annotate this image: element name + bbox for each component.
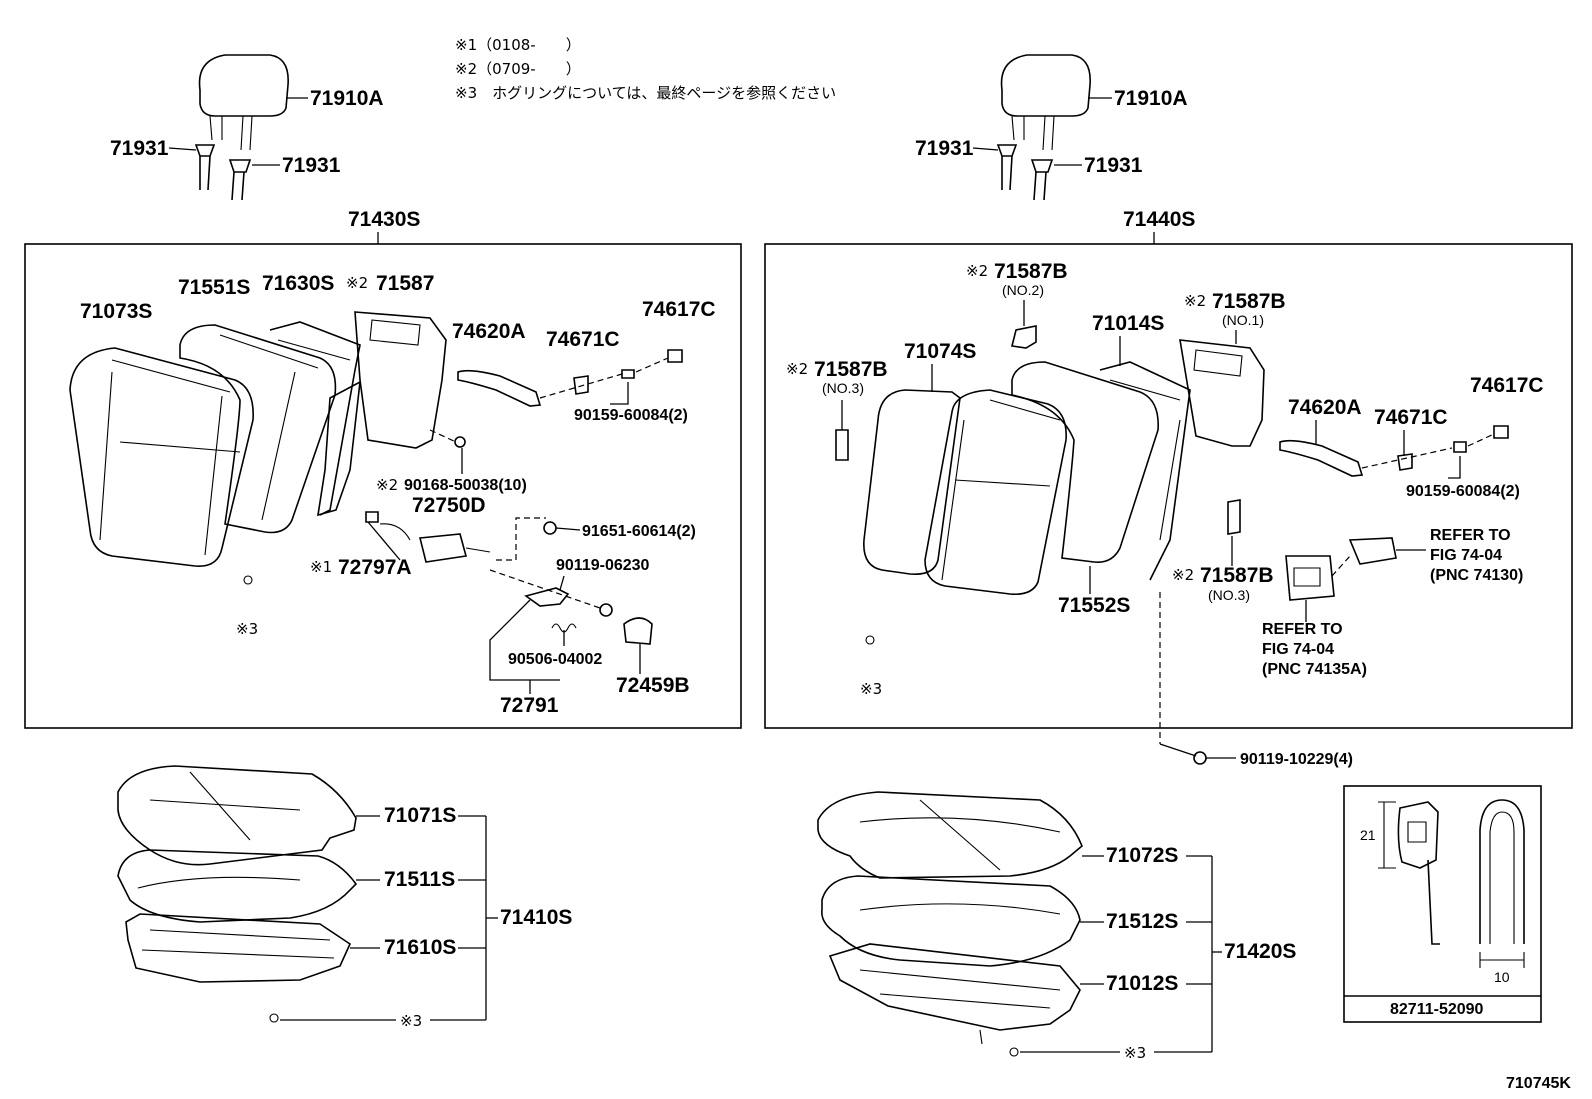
label-left-cushion-spring: 71610S [384, 936, 456, 959]
label-right-back-strap: 74620A [1288, 396, 1362, 419]
note-1: ※1（0108- ） [455, 36, 581, 54]
label-left-back-pad: 71551S [178, 276, 250, 299]
inset-dim-height: 21 [1360, 827, 1376, 843]
label-right-bracket3a-sub: (NO.3) [822, 380, 864, 396]
label-right-cushion-assembly: 71420S [1224, 940, 1296, 963]
label-right-back-screw: 90159-60084(2) [1406, 483, 1520, 500]
label-left-back-clip: 74671C [546, 328, 620, 351]
label-left-back-knob-mark: ※1 [310, 558, 332, 576]
right-back-illustration [835, 325, 1509, 765]
label-right-cushion-pad: 71512S [1106, 910, 1178, 933]
label-left-back-board: 71587 [376, 272, 434, 295]
label-right-bracket3b-sub: (NO.3) [1208, 587, 1250, 603]
label-left-back-clip-part: 90168-50038(10) [404, 477, 527, 494]
label-left-back-clip2: 74617C [642, 298, 716, 321]
left-headrest-illustration [194, 54, 289, 201]
label-right-back-cover: 71074S [904, 340, 976, 363]
label-left-headrest: 71910A [310, 87, 384, 110]
hog-ring-inset-illustration [1378, 799, 1525, 968]
label-right-bracket2-sub: (NO.2) [1002, 282, 1044, 298]
leader-left-guide-l [168, 147, 197, 151]
label-left-back-hog-ring: ※3 [236, 620, 258, 638]
label-left-back-frame: 71630S [262, 272, 334, 295]
right-cushion-leaders [1020, 855, 1222, 1053]
label-left-back-spring: 90506-04002 [508, 651, 602, 668]
label-right-headrest: 71910A [1114, 87, 1188, 110]
label-right-back-frame: 71014S [1092, 312, 1164, 335]
left-back-box [24, 243, 742, 729]
label-left-back-lock: 72750D [412, 494, 486, 517]
label-right-back-clip2: 74617C [1470, 374, 1544, 397]
left-cushion-illustration [117, 765, 358, 1023]
leader-right-guide-l [972, 147, 999, 151]
figure-code: 710745K [1506, 1075, 1571, 1092]
label-left-guide-r: 71931 [282, 154, 341, 177]
inset-part-number: 82711-52090 [1390, 1001, 1484, 1018]
label-left-back-cover: 71073S [80, 300, 152, 323]
label-right-bracket1-sub: (NO.1) [1222, 312, 1264, 328]
label-right-refer2-l3: (PNC 74135A) [1262, 661, 1367, 678]
label-right-bracket1: 71587B [1212, 290, 1286, 313]
left-back-leaders [367, 357, 669, 694]
label-left-cushion-assembly: 71410S [500, 906, 572, 929]
label-right-back-assembly: 71440S [1123, 208, 1195, 231]
right-back-box [764, 243, 1573, 729]
left-back-illustration [69, 311, 683, 645]
label-left-back-board-mark: ※2 [346, 274, 368, 292]
label-right-bracket2: 71587B [994, 260, 1068, 283]
note-2: ※2（0709- ） [455, 60, 581, 78]
note-3: ※3 ホグリングについては、最終ページを参照ください [455, 84, 836, 102]
label-left-cushion-cover: 71071S [384, 804, 456, 827]
label-left-back-assembly: 71430S [348, 208, 420, 231]
label-right-back-hog-ring: ※3 [860, 680, 882, 698]
label-right-bracket2-mark: ※2 [966, 262, 988, 280]
label-right-back-pad: 71552S [1058, 594, 1130, 617]
label-right-back-bolt: 90119-10229(4) [1240, 751, 1353, 768]
label-left-back-clip-mark: ※2 [376, 476, 398, 494]
label-left-back-cover-cap: 72459B [616, 674, 690, 697]
label-right-refer2-l1: REFER TO [1262, 621, 1343, 638]
label-right-back-clip: 74671C [1374, 406, 1448, 429]
label-left-cushion-pad: 71511S [384, 868, 455, 891]
label-right-guide-l: 71931 [915, 137, 974, 160]
label-left-back-knob: 72797A [338, 556, 412, 579]
label-right-cushion-hog-ring: ※3 [1124, 1044, 1146, 1062]
label-right-refer1-l1: REFER TO [1430, 527, 1511, 544]
label-right-bracket3a-mark: ※2 [786, 360, 808, 378]
right-back-leaders [841, 300, 1495, 759]
label-left-back-screw: 90159-60084(2) [574, 407, 688, 424]
label-right-guide-r: 71931 [1084, 154, 1143, 177]
label-left-cushion-hog-ring: ※3 [400, 1012, 422, 1030]
label-right-bracket1-mark: ※2 [1184, 292, 1206, 310]
left-cushion-leaders [280, 815, 498, 1021]
right-cushion-illustration [817, 791, 1083, 1057]
label-right-cushion-cover: 71072S [1106, 844, 1178, 867]
label-left-back-washer: 90119-06230 [556, 557, 650, 574]
label-left-back-strap: 74620A [452, 320, 526, 343]
inset-box [1343, 785, 1542, 1023]
inset-dim-width: 10 [1494, 969, 1510, 985]
label-right-bracket3a: 71587B [814, 358, 888, 381]
label-right-bracket3b: 71587B [1200, 564, 1274, 587]
label-left-guide-l: 71931 [110, 137, 169, 160]
label-left-back-recliner: 72791 [500, 694, 559, 717]
label-right-cushion-frame: 71012S [1106, 972, 1178, 995]
label-left-back-bolt: 91651-60614(2) [582, 523, 696, 540]
label-right-refer2-l2: FIG 74-04 [1262, 641, 1334, 658]
label-right-refer1-l2: FIG 74-04 [1430, 547, 1502, 564]
label-right-bracket3b-mark: ※2 [1172, 566, 1194, 584]
right-headrest-illustration [996, 54, 1091, 201]
label-right-refer1-l3: (PNC 74130) [1430, 567, 1523, 584]
